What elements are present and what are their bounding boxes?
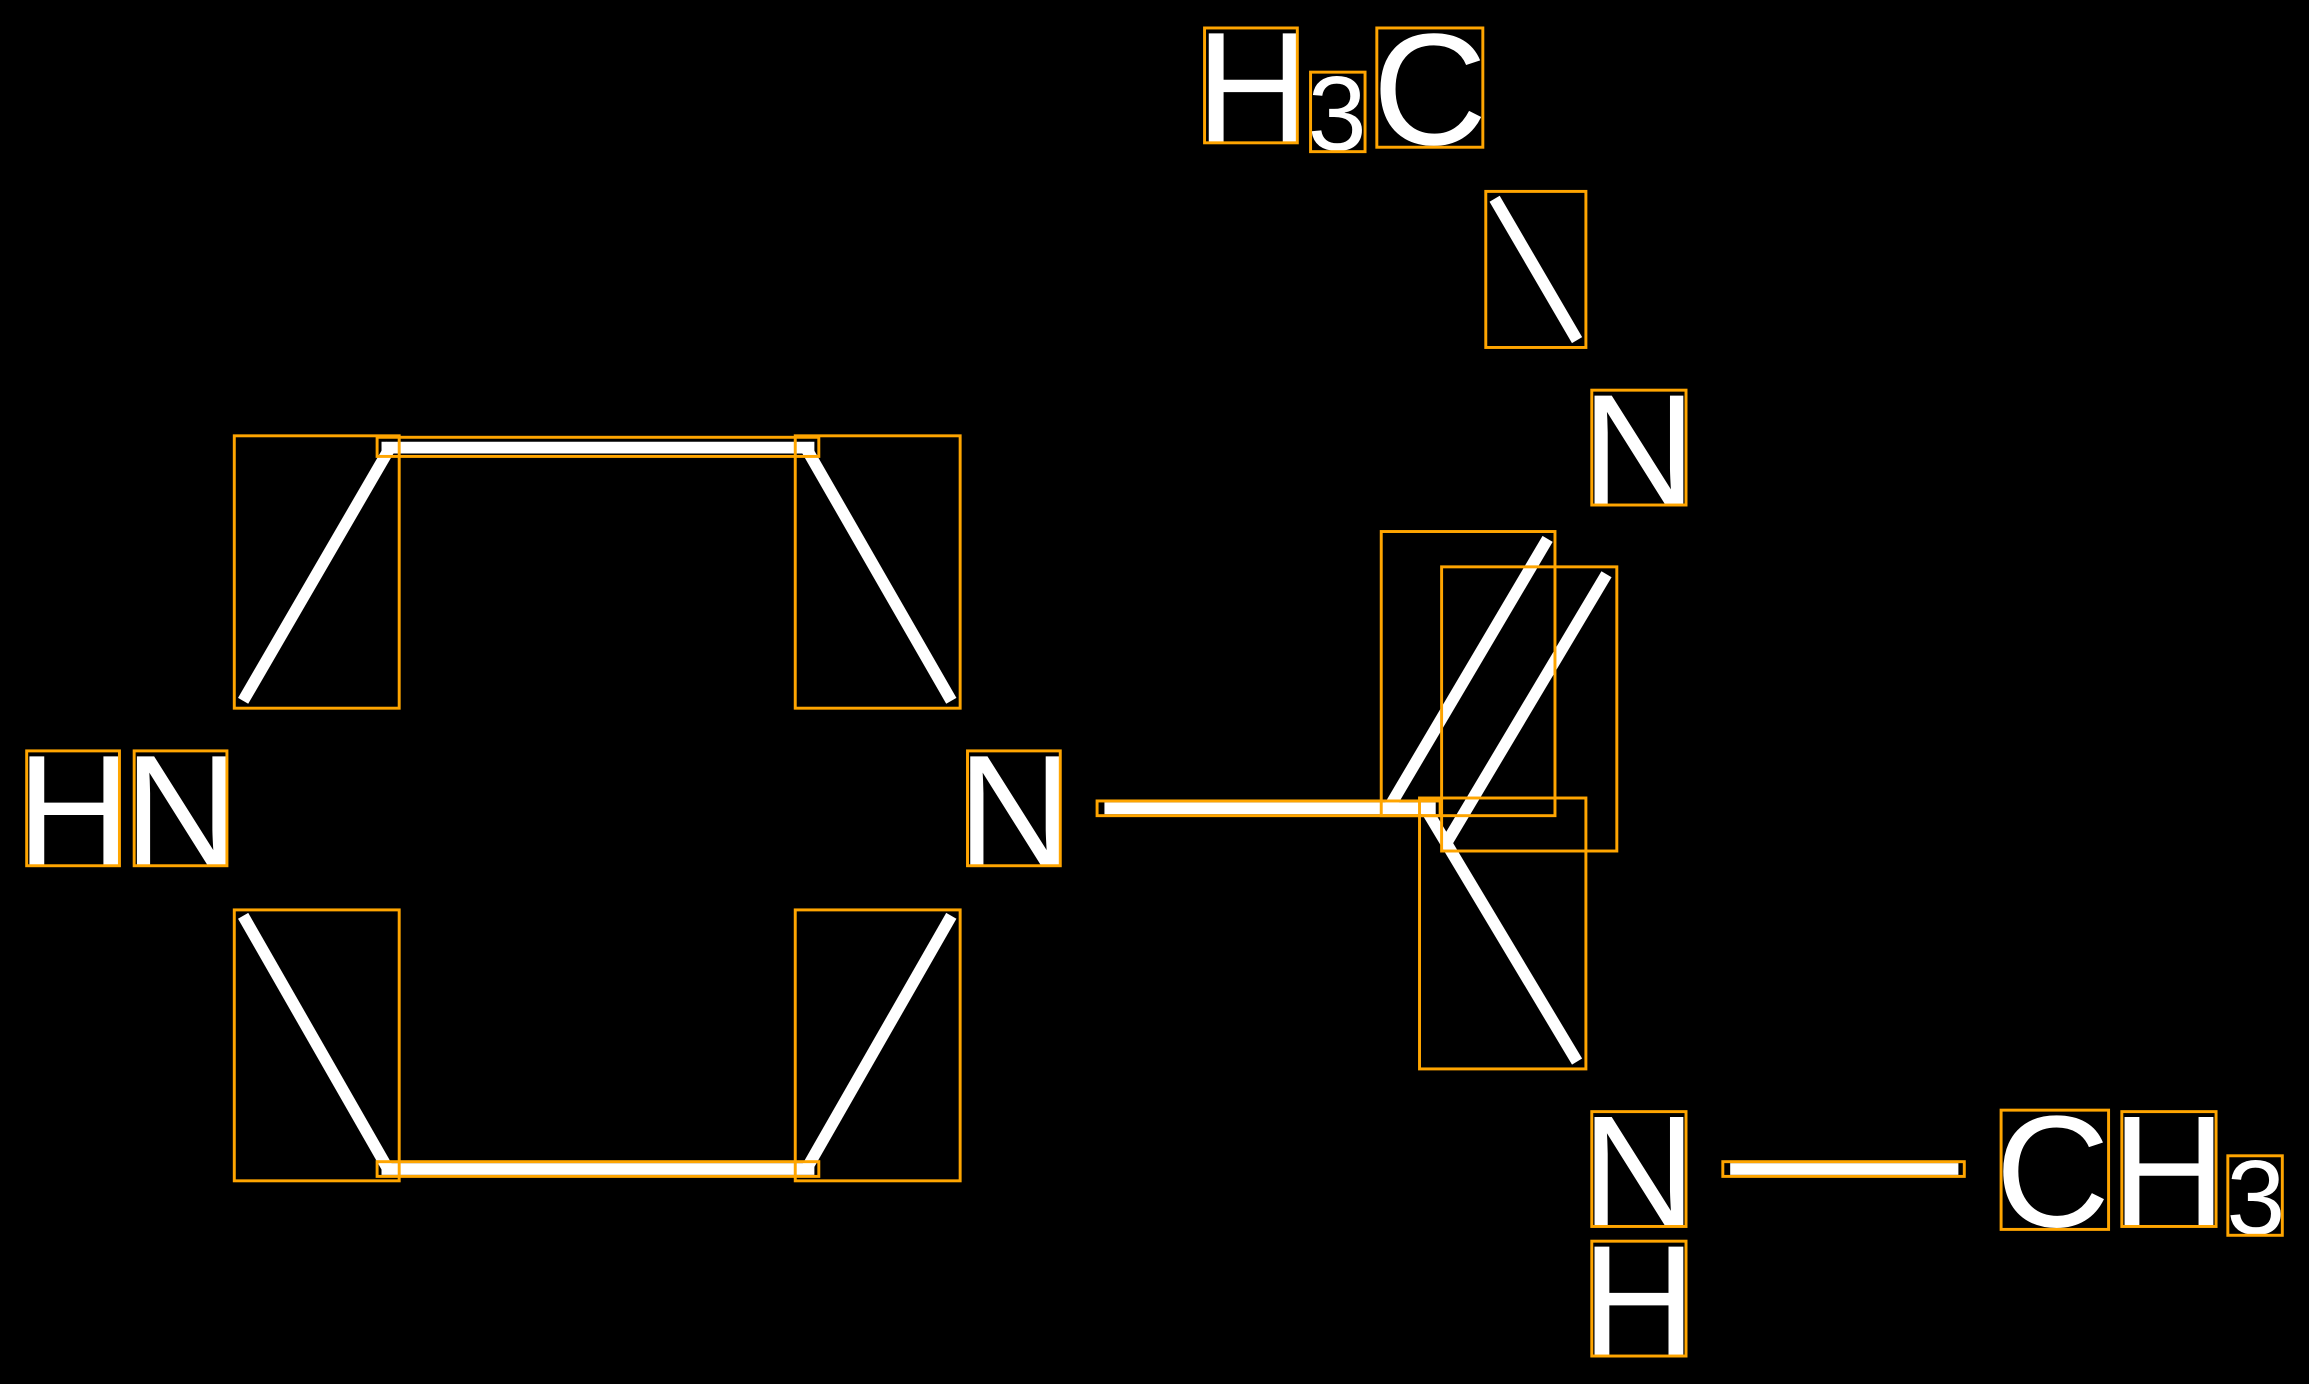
bbox-ring-bottom-left bbox=[232, 908, 401, 1183]
bounding-boxes bbox=[25, 26, 2284, 1358]
atom-h-top: H bbox=[1196, 0, 1311, 177]
bbox-ring-top-left bbox=[232, 434, 401, 710]
bbox-double-2 bbox=[1440, 565, 1619, 853]
bbox-n-imine bbox=[1590, 388, 1688, 507]
atom-h-nh: H bbox=[16, 722, 131, 900]
atom-subscript-3-top: 3 bbox=[1308, 55, 1367, 173]
bbox-c-right bbox=[1999, 1108, 2111, 1231]
bbox-h-top bbox=[1203, 26, 1299, 145]
ring-bond-bottom-left bbox=[238, 912, 394, 1174]
bbox-double-1 bbox=[1379, 530, 1557, 818]
bbox-ring-top bbox=[375, 435, 821, 458]
bbox-bond-amine-methyl bbox=[1721, 1160, 1966, 1178]
bbox-3-top bbox=[1309, 70, 1367, 154]
bbox-ring-top-right bbox=[793, 434, 962, 710]
ring-bond-bottom-right bbox=[800, 912, 957, 1174]
atom-h-right: H bbox=[2112, 1082, 2227, 1260]
bbox-c-top bbox=[1375, 26, 1485, 149]
bbox-ring-bottom bbox=[375, 1160, 821, 1178]
bbox-3-right bbox=[2226, 1154, 2284, 1237]
bond-methyl-imine-n bbox=[1489, 195, 1583, 344]
bbox-h-amine bbox=[1590, 1239, 1688, 1358]
ring-bond-top-left bbox=[238, 441, 397, 704]
bbox-bond-methyl bbox=[1484, 189, 1588, 349]
bbox-bond-n-c bbox=[1095, 799, 1442, 818]
bbox-bond-amine bbox=[1418, 796, 1588, 1071]
bbox-ring-bottom-right bbox=[793, 908, 962, 1183]
atom-n-imine: N bbox=[1581, 361, 1696, 539]
ring-bond-top-right bbox=[798, 441, 957, 704]
atom-h-amine: H bbox=[1581, 1212, 1696, 1384]
atom-n-piperazine: N bbox=[957, 722, 1072, 900]
double-bond-line-1 bbox=[1383, 535, 1553, 812]
bbox-n-piperazine bbox=[966, 749, 1062, 868]
bbox-n-amine bbox=[1590, 1110, 1688, 1228]
atom-n-nh: N bbox=[124, 722, 239, 900]
atom-subscript-3-right: 3 bbox=[2226, 1139, 2285, 1257]
bbox-n-nh bbox=[132, 749, 229, 868]
bbox-h-right bbox=[2120, 1110, 2218, 1228]
bbox-h-nh bbox=[25, 749, 121, 868]
